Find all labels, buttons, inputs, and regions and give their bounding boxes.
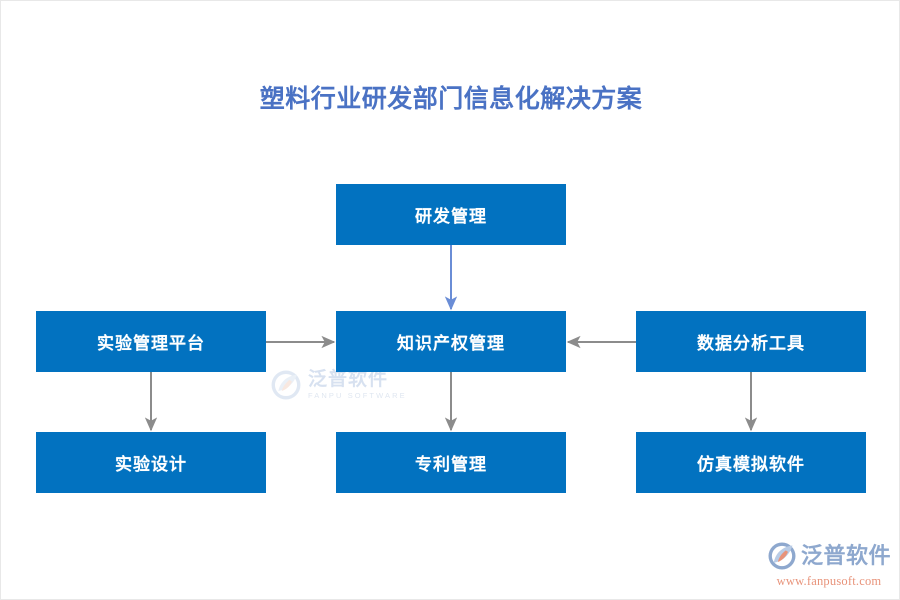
watermark-brand-cn: 泛普软件 [308,369,389,391]
brand-logo-name: 泛普软件 [801,543,892,568]
node-label: 知识产权管理 [397,334,505,353]
node-ip-management[interactable]: 知识产权管理 [336,311,566,372]
node-label: 数据分析工具 [697,334,805,353]
fanpu-logo-icon [768,542,796,570]
node-data-analysis-tools[interactable]: 数据分析工具 [636,311,866,372]
node-label: 实验管理平台 [97,334,205,353]
brand-logo-row: 泛普软件 [767,541,891,571]
node-label: 专利管理 [415,455,487,474]
node-label: 研发管理 [415,207,487,226]
node-patent-management[interactable]: 专利管理 [336,432,566,493]
center-watermark: 泛普软件 FANPU SOFTWARE [269,362,405,408]
watermark-brand-en: FANPU SOFTWARE [308,391,407,401]
node-lab-platform[interactable]: 实验管理平台 [36,311,266,372]
node-label: 仿真模拟软件 [697,455,805,474]
node-simulation-software[interactable]: 仿真模拟软件 [636,432,866,493]
node-label: 实验设计 [115,455,187,474]
fanpu-watermark-logo-icon [271,370,301,400]
page-title: 塑料行业研发部门信息化解决方案 [259,85,643,113]
node-rd-management[interactable]: 研发管理 [336,184,566,245]
node-experiment-design[interactable]: 实验设计 [36,432,266,493]
brand-logo: 泛普软件 www.fanpusoft.com [767,541,891,589]
brand-logo-url: www.fanpusoft.com [776,574,882,588]
